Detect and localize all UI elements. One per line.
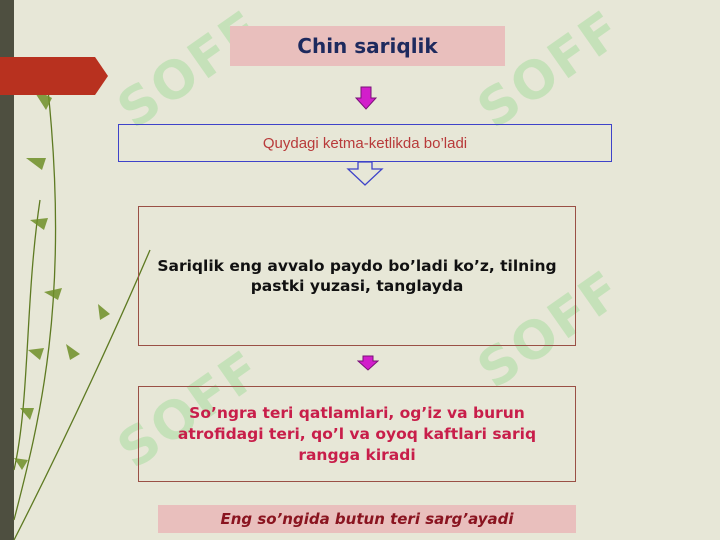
step-box-2: So’ngra teri qatlamlari, og’iz va burun …: [138, 386, 576, 482]
final-text: Eng so’ngida butun teri sarg’ayadi: [220, 510, 514, 528]
hollow-down-arrow-icon: [346, 161, 384, 186]
step-text-2: So’ngra teri qatlamlari, og’iz va burun …: [177, 403, 537, 464]
red-pointer-tab: [0, 57, 108, 95]
subtitle-box: Quydagi ketma-ketlikda bo’ladi: [118, 124, 612, 162]
left-accent-strip: [0, 0, 14, 540]
subtitle-text: Quydagi ketma-ketlikda bo’ladi: [262, 134, 468, 152]
down-arrow-icon: [357, 355, 379, 371]
final-banner: Eng so’ngida butun teri sarg’ayadi: [158, 505, 576, 533]
watermark-text: SOFF: [467, 0, 634, 141]
down-arrow-icon: [355, 86, 377, 110]
title-banner: Chin sariqlik: [230, 26, 505, 66]
page-title: Chin sariqlik: [297, 34, 438, 58]
step-box-1: Sariqlik eng avvalo paydo bo’ladi ko’z, …: [138, 206, 576, 346]
step-text-1: Sariqlik eng avvalo paydo bo’ladi ko’z, …: [157, 257, 557, 295]
